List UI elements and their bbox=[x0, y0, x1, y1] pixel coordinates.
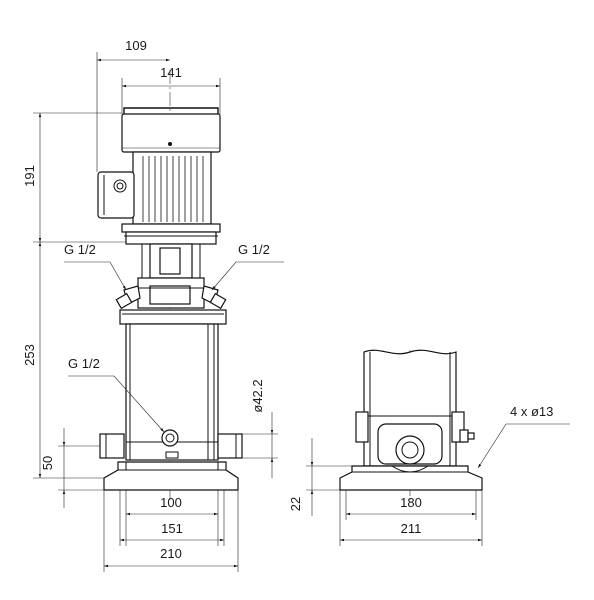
label-g12-lower: G 1/2 bbox=[68, 356, 100, 371]
dim-left-50: 50 bbox=[40, 456, 55, 470]
label-holes: 4 x ø13 bbox=[510, 404, 553, 419]
side-base bbox=[339, 465, 483, 491]
side-port bbox=[395, 435, 425, 465]
side-view: 22 180 211 4 x ø13 bbox=[288, 349, 570, 546]
vent-plug-right bbox=[201, 285, 227, 310]
dim-bottom-151: 151 bbox=[161, 521, 183, 536]
outlet-port bbox=[217, 433, 243, 459]
base-plate bbox=[103, 461, 239, 491]
vent-plug-left bbox=[115, 285, 141, 310]
label-g12-left: G 1/2 bbox=[64, 242, 96, 257]
terminal-box bbox=[97, 171, 135, 219]
dim-bottom-210: 210 bbox=[160, 546, 182, 561]
motor bbox=[97, 107, 221, 245]
dim-port-diameter: ø42.2 bbox=[250, 379, 265, 412]
motor-fins bbox=[142, 156, 204, 222]
lantern bbox=[137, 243, 205, 309]
dim-width-180: 180 bbox=[400, 495, 422, 510]
dim-top-141: 141 bbox=[160, 65, 182, 80]
label-g12-right: G 1/2 bbox=[238, 242, 270, 257]
front-view: 109 141 191 253 50 ø42.2 100 bbox=[22, 38, 284, 572]
dim-left-253: 253 bbox=[22, 344, 37, 366]
pump-head-flange bbox=[119, 309, 227, 325]
inlet-port bbox=[99, 433, 125, 459]
dim-height-22: 22 bbox=[288, 497, 303, 511]
dim-top-109: 109 bbox=[125, 38, 147, 53]
dim-bottom-100: 100 bbox=[160, 495, 182, 510]
drain-plug bbox=[161, 429, 179, 459]
dim-width-211: 211 bbox=[401, 521, 422, 536]
dim-left-191: 191 bbox=[22, 165, 37, 187]
